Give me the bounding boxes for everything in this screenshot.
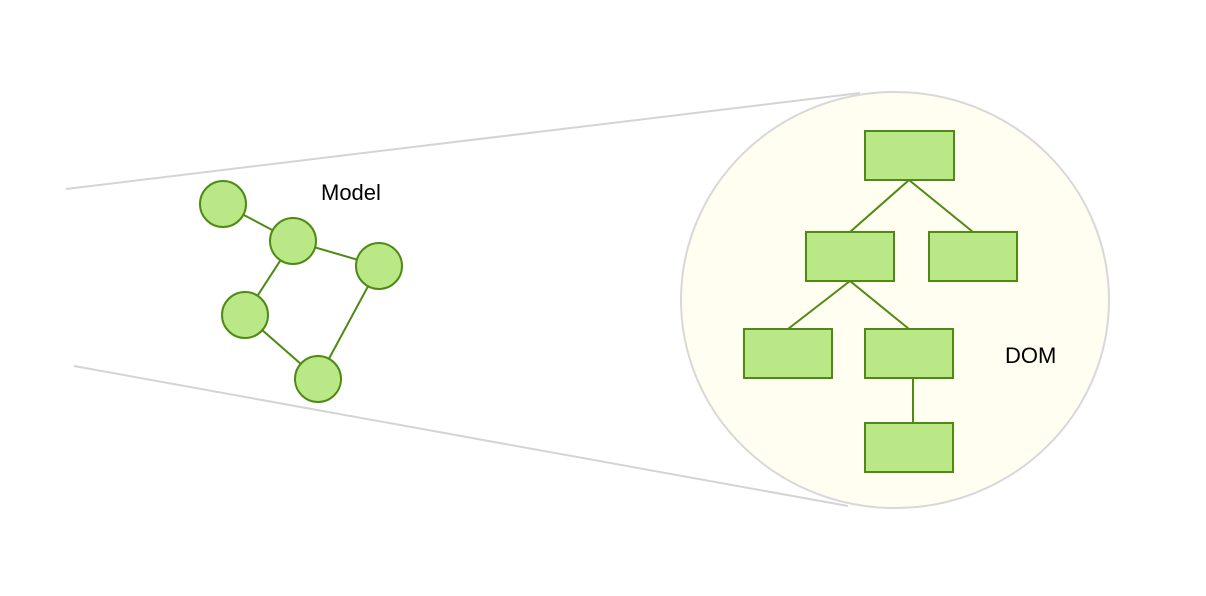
dom-edge: [849, 280, 910, 330]
dom-node: [743, 328, 833, 379]
model-node: [199, 180, 247, 228]
dom-node: [864, 328, 954, 379]
model-graph-nodes: [199, 180, 403, 403]
dom-tree-edges: [787, 179, 974, 423]
model-label: Model: [321, 180, 381, 205]
dom-node: [805, 231, 895, 282]
zoom-line-top: [65, 92, 861, 190]
dom-edge: [908, 179, 974, 233]
model-node: [294, 355, 342, 403]
dom-edge: [787, 280, 851, 330]
model-node: [355, 242, 403, 290]
dom-edge: [849, 179, 910, 233]
dom-node: [928, 231, 1018, 282]
dom-node: [864, 422, 954, 473]
dom-node-root: [864, 130, 955, 181]
model-node: [269, 217, 317, 265]
dom-label: DOM: [1005, 343, 1056, 368]
dom-zoom-circle: [680, 91, 1110, 509]
zoom-line-bottom: [73, 365, 849, 507]
model-node: [221, 291, 269, 339]
dom-tree-nodes: [743, 130, 1018, 473]
